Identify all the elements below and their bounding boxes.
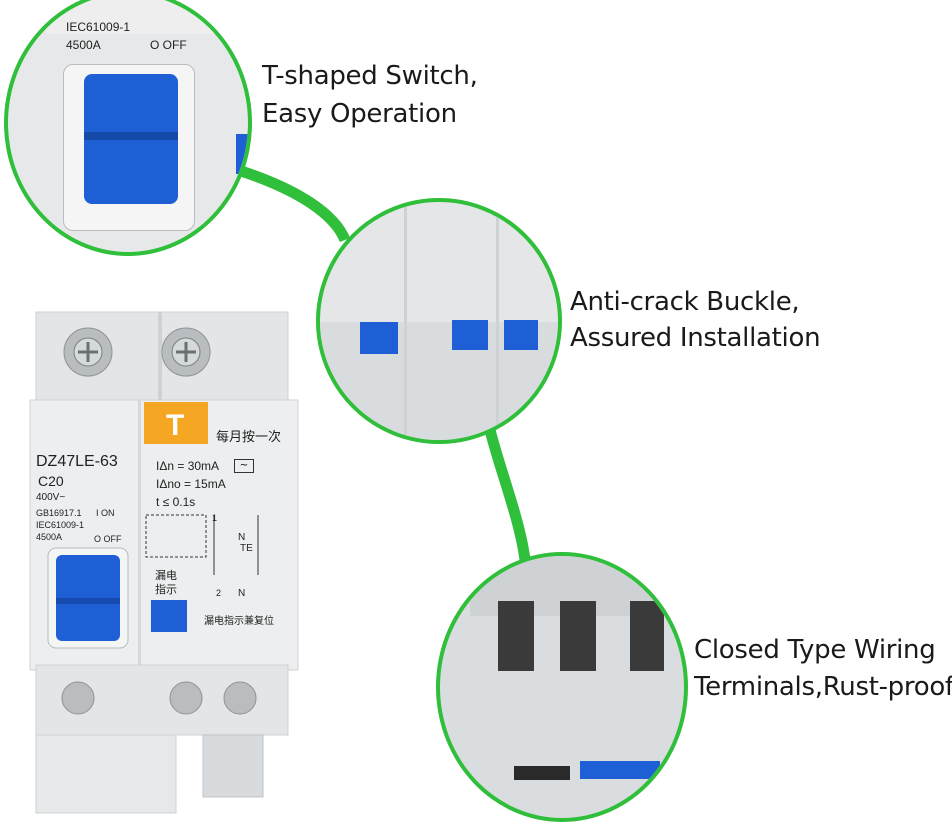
zoom-circle-switch (4, 0, 252, 256)
test-button-label: T (166, 409, 185, 442)
capacity-label: 4500A (36, 532, 63, 542)
rating-label: C20 (38, 473, 64, 489)
off-label: O OFF (94, 534, 122, 544)
callout-buckle-line2: Assured Installation (570, 323, 821, 353)
zoom-circle-buckle (316, 198, 562, 444)
idno-label: IΔno = 15mA (156, 477, 226, 491)
leak-label-2: 指示 (155, 584, 177, 596)
on-label: I ON (96, 508, 115, 518)
time-label: t ≤ 0.1s (156, 495, 196, 509)
indicator-note: 漏电指示兼复位 (204, 616, 274, 627)
terminal-bottom-label: 2 (216, 588, 222, 598)
terminal-n-bottom-label: N (238, 588, 246, 599)
zoom-circle-terminals (436, 552, 688, 822)
zoom-capacity-label: 4500A (66, 38, 101, 52)
terminal-n-label: N (238, 532, 246, 543)
callout-buckle-line1: Anti-crack Buckle, (570, 287, 800, 317)
idn-label: IΔn = 30mA (156, 459, 220, 473)
monthly-note: 每月按一次 (216, 429, 282, 444)
callout-terminals-line1: Closed Type Wiring (694, 635, 936, 665)
zoom-off-label: O OFF (150, 38, 187, 52)
ac-symbol-icon: ~ (234, 459, 254, 473)
std1-label: GB16917.1 (36, 508, 82, 518)
zoom-std-label: IEC61009-1 (66, 20, 131, 34)
std2-label: IEC61009-1 (36, 520, 85, 530)
voltage-label: 400V~ (36, 492, 66, 503)
breaker-product (29, 311, 299, 814)
model-label: DZ47LE-63 (36, 453, 118, 470)
callout-switch-line2: Easy Operation (262, 99, 457, 129)
callout-terminals-line2: Terminals,Rust-proof (694, 672, 952, 702)
te-label: TE (240, 543, 253, 554)
callout-switch-line1: T-shaped Switch, (262, 61, 478, 91)
leak-label-1: 漏电 (155, 570, 177, 582)
terminal-top-label: 1 (212, 513, 218, 523)
